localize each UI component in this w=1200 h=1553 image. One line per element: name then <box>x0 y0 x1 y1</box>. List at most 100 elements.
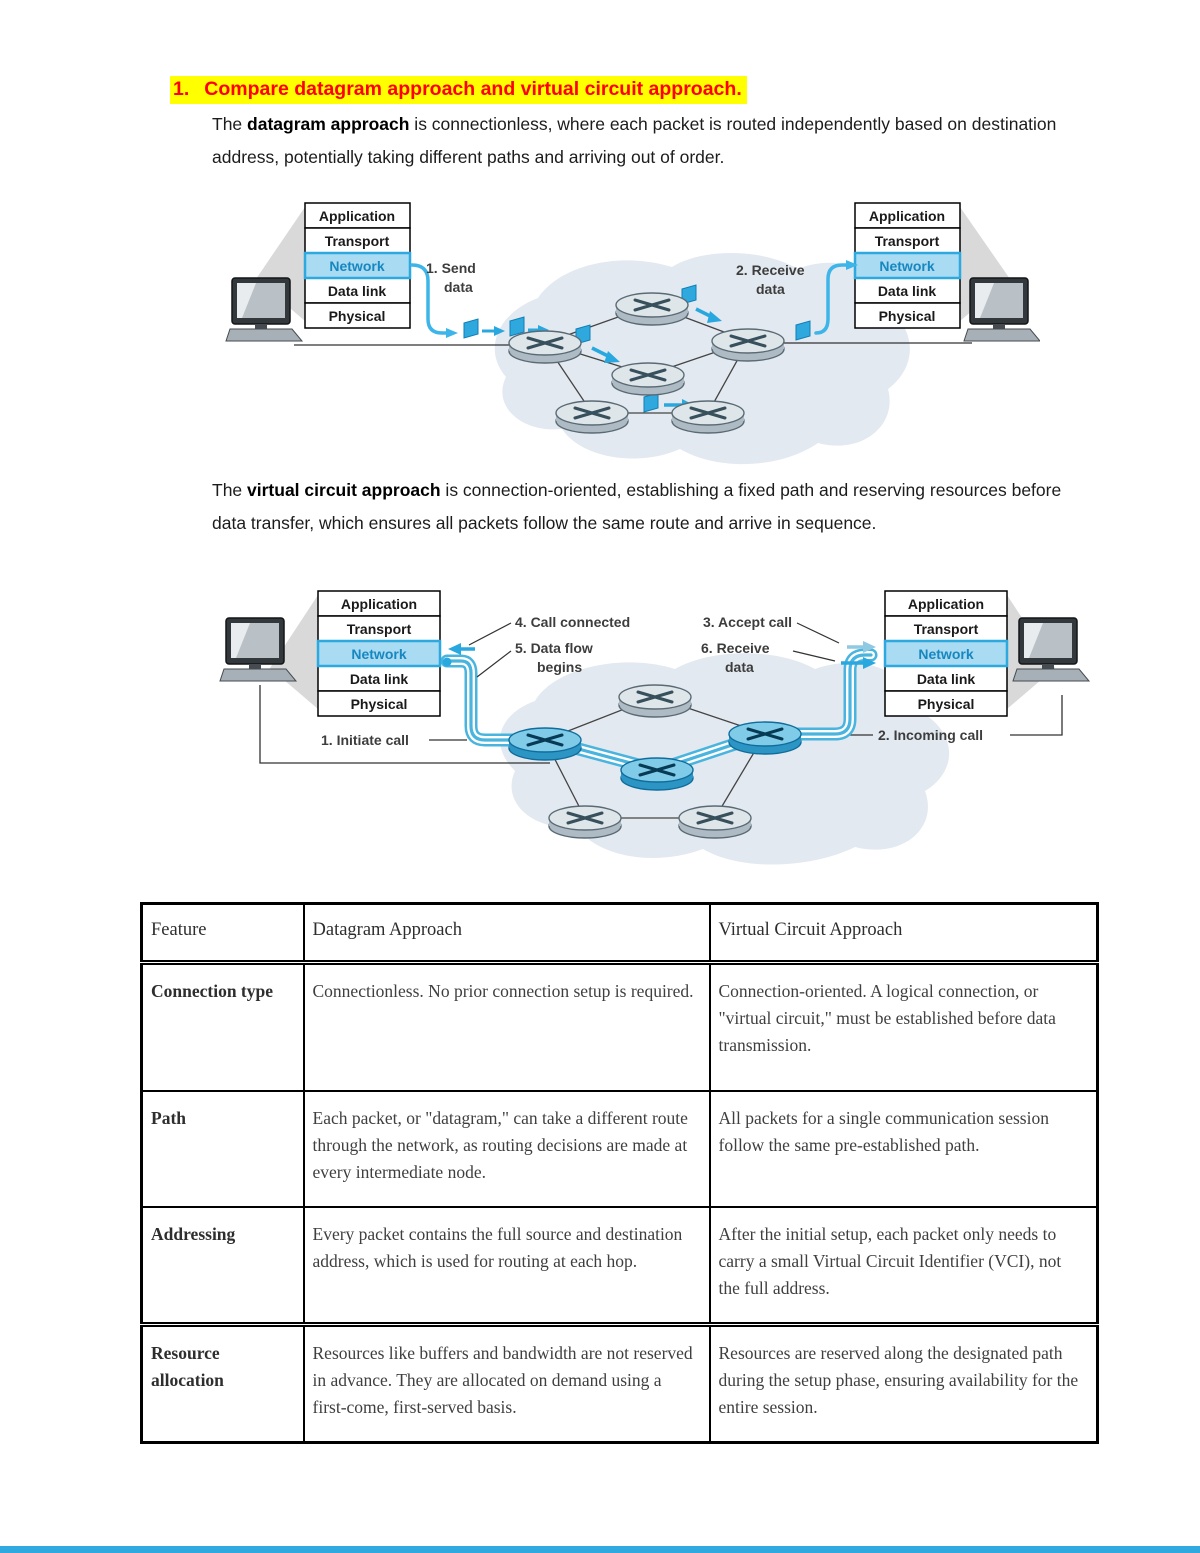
send-data-curve <box>410 263 448 335</box>
receive-data-label: 6. Receive <box>701 640 770 656</box>
layer-transport: Transport <box>325 233 390 249</box>
datagram-cell: Each packet, or "datagram," can take a d… <box>302 1090 710 1207</box>
dataflow-label: begins <box>537 659 582 675</box>
layer-physical: Physical <box>351 696 408 712</box>
layer-application: Application <box>869 208 945 224</box>
router-icon-on-path <box>727 720 803 756</box>
network-layer-highlight <box>303 251 412 280</box>
comparison-table: Feature Datagram Approach Virtual Circui… <box>140 902 1099 1444</box>
page-bottom-divider <box>0 1546 1200 1553</box>
router-icon <box>677 804 753 840</box>
left-protocol-stack: Application Transport Network Data link … <box>316 590 442 717</box>
router-icon <box>617 683 693 719</box>
arrow-icon <box>604 351 620 363</box>
heading-text: Compare datagram approach and virtual ci… <box>204 78 742 100</box>
feature-cell: Resource allocation <box>140 1324 304 1442</box>
bold-term-datagram: datagram approach <box>247 114 410 134</box>
arrow-icon <box>863 641 876 653</box>
datagram-cell: Resources like buffers and bandwidth are… <box>302 1324 710 1442</box>
layer-physical: Physical <box>918 696 975 712</box>
initiate-call-wire <box>259 685 550 764</box>
layer-datalink: Data link <box>917 671 976 687</box>
paragraph-datagram: The datagram approach is connectionless,… <box>212 108 1074 174</box>
layer-application: Application <box>319 208 395 224</box>
router-icon-on-path <box>619 756 695 792</box>
layer-transport: Transport <box>347 621 412 637</box>
left-computer <box>219 617 297 682</box>
layer-datalink: Data link <box>328 283 387 299</box>
router-icon-on-path <box>507 726 583 762</box>
layer-physical: Physical <box>879 308 936 324</box>
left-protocol-stack: Application Transport Network Data link … <box>303 202 412 329</box>
router-icon <box>614 291 690 327</box>
left-computer <box>225 277 303 342</box>
right-computer <box>963 277 1040 342</box>
arrow-icon <box>448 643 461 655</box>
question-heading: 1. Compare datagram approach and virtual … <box>170 76 747 104</box>
network-layer-highlight <box>316 639 442 668</box>
initiate-call-label: 1. Initiate call <box>321 732 409 748</box>
router-icon <box>710 327 786 363</box>
column-header-feature: Feature <box>140 903 304 963</box>
router-icon <box>554 399 630 435</box>
receive-data-curve <box>814 263 850 335</box>
table-row: Connection type Connectionless. No prior… <box>140 962 1098 1091</box>
layer-datalink: Data link <box>350 671 409 687</box>
feature-cell: Path <box>140 1090 304 1207</box>
datagram-cell: Connectionless. No prior connection setu… <box>302 962 710 1091</box>
layer-network: Network <box>329 258 384 274</box>
arrow-icon <box>846 260 858 270</box>
column-header-vc: Virtual Circuit Approach <box>708 903 1098 963</box>
layer-physical: Physical <box>329 308 386 324</box>
arrow-icon <box>863 657 876 669</box>
router-icon <box>507 329 583 365</box>
highlighted-heading: 1. Compare datagram approach and virtual … <box>170 76 747 104</box>
layer-network: Network <box>918 646 973 662</box>
vc-cell: Resources are reserved along the designa… <box>708 1324 1098 1442</box>
feature-cell: Addressing <box>140 1206 304 1324</box>
virtual-circuit-diagram: Application Transport Network Data link … <box>219 590 1090 865</box>
right-computer <box>1012 617 1090 682</box>
label-pointers <box>468 622 840 678</box>
stack-shadow <box>256 207 305 321</box>
vc-cell: Connection-oriented. A logical connectio… <box>708 962 1098 1091</box>
right-protocol-stack: Application Transport Network Data link … <box>883 590 1009 717</box>
paragraph-text: is connection-oriented, establishing a f… <box>212 480 1062 533</box>
dataflow-start-dot <box>442 657 452 667</box>
incoming-call-label: 2. Incoming call <box>878 727 983 743</box>
column-header-datagram: Datagram Approach <box>302 903 710 963</box>
router-icon <box>547 804 623 840</box>
network-layer-highlight <box>883 639 1009 668</box>
incoming-call-wire <box>1010 695 1063 736</box>
list-number: 1. <box>173 78 190 100</box>
paragraph-text: is connectionless, where each packet is … <box>212 114 1057 167</box>
right-protocol-stack: Application Transport Network Data link … <box>853 202 962 329</box>
vc-cell: All packets for a single communication s… <box>708 1090 1098 1207</box>
vc-cell: After the initial setup, each packet onl… <box>708 1206 1098 1324</box>
datagram-cell: Every packet contains the full source an… <box>302 1206 710 1324</box>
layer-transport: Transport <box>914 621 979 637</box>
packet-icon <box>463 318 479 339</box>
layer-application: Application <box>341 596 417 612</box>
dataflow-label: 5. Data flow <box>515 640 593 656</box>
layer-network: Network <box>879 258 934 274</box>
layer-application: Application <box>908 596 984 612</box>
paragraph-virtual-circuit: The virtual circuit approach is connecti… <box>212 474 1074 540</box>
router-icon <box>610 361 686 397</box>
table-row: Path Each packet, or "datagram," can tak… <box>140 1090 1098 1207</box>
router-icon <box>670 399 746 435</box>
arrow-icon <box>707 311 722 323</box>
receive-data-label: 2. Receive <box>736 262 805 278</box>
receive-data-label: data <box>756 281 785 297</box>
layer-network: Network <box>351 646 406 662</box>
layer-datalink: Data link <box>878 283 937 299</box>
table-row: Resource allocation Resources like buffe… <box>140 1324 1098 1442</box>
bold-term-virtual-circuit: virtual circuit approach <box>247 480 441 500</box>
call-connected-label: 4. Call connected <box>515 614 630 630</box>
table-header-row: Feature Datagram Approach Virtual Circui… <box>140 903 1098 963</box>
paragraph-text: The <box>212 114 248 134</box>
paragraph-text: The <box>212 480 248 500</box>
send-data-label: 1. Send <box>426 260 476 276</box>
receive-data-label: data <box>725 659 754 675</box>
